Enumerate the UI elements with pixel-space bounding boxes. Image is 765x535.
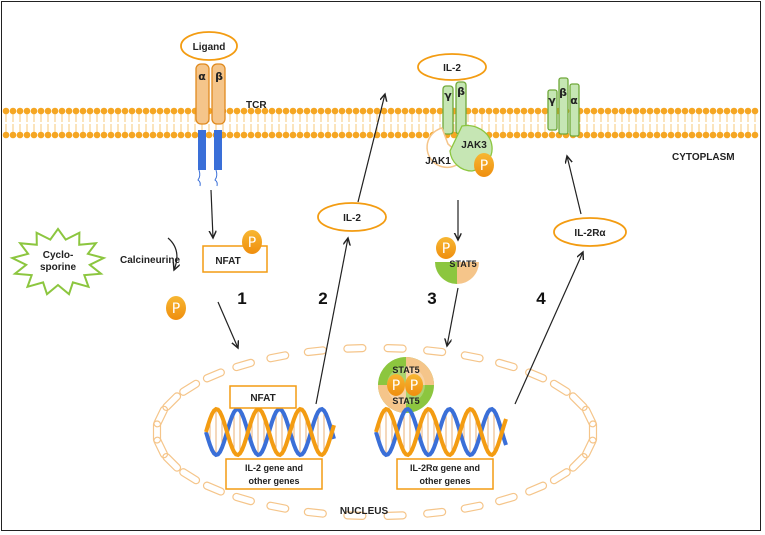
trimer-beta — [558, 77, 569, 135]
cd3-tail-left — [197, 169, 201, 187]
stat5-dimer-top-label: STAT5 — [392, 365, 419, 375]
il2r-trimer: γ β α — [547, 77, 580, 137]
trimer-beta-label: β — [559, 86, 567, 99]
jak1-label: JAK1 — [425, 156, 451, 167]
dna-helix-il2 — [204, 406, 336, 458]
nucleus-label: NUCLEUS — [340, 506, 389, 517]
phospho-nfat: P — [242, 230, 262, 254]
arrow-il2ra-to-membrane — [567, 156, 582, 215]
arrow-gene-to-il2 — [315, 238, 348, 405]
step-1-label: 1 — [237, 289, 246, 308]
phospho-released: P — [166, 296, 186, 320]
trimer-alpha — [569, 83, 580, 137]
il2ra-label: IL-2Rα — [574, 228, 606, 239]
il2ra-gene-box — [396, 458, 494, 490]
arrow-nfat-to-nucleus — [217, 301, 238, 348]
il2-gene-box — [225, 458, 323, 490]
arrow-tcr-to-nfat — [211, 189, 213, 238]
cyclosporine-line2: sporine — [40, 262, 77, 273]
phospho-jak: P — [474, 153, 494, 177]
cd3-left — [198, 130, 206, 170]
nucleus-envelope — [152, 343, 598, 521]
stat5-dimer-bottom-label: STAT5 — [392, 396, 419, 406]
il2r-beta-label: β — [457, 85, 465, 98]
cytoplasm-label: CYTOPLASM — [672, 152, 735, 163]
svg-text:P: P — [248, 235, 256, 251]
tcr-alpha-chain — [195, 63, 210, 125]
step-3-label: 3 — [427, 289, 436, 308]
il2-mid-label: IL-2 — [343, 213, 361, 224]
stat5-dimer: P P STAT5 STAT5 — [378, 357, 434, 413]
cyclosporine: Cyclo- sporine — [9, 227, 107, 296]
arrow-il2-to-membrane — [357, 94, 385, 203]
il2ra-gene-line1: IL-2Rα gene and — [410, 463, 480, 473]
arrow-stat5-to-nucleus — [447, 287, 459, 346]
jak3-label: JAK3 — [461, 140, 487, 151]
arrow-gene-to-il2ra — [514, 252, 583, 405]
tcr-beta-label: β — [215, 70, 223, 83]
il2-gene-line2: other genes — [248, 476, 299, 486]
nfat-nucleus-label: NFAT — [250, 393, 275, 404]
ligand-oval — [180, 31, 238, 61]
svg-text:P: P — [172, 301, 180, 317]
il2ra-oval — [553, 217, 627, 247]
il2-receptor: IL-2 γ β JAK3 JAK1 P — [417, 53, 494, 177]
svg-text:P: P — [442, 241, 450, 257]
dna-helix-il2ra — [374, 406, 508, 458]
cd3-tail-right — [214, 169, 218, 187]
cyclosporine-star — [9, 227, 107, 296]
il2-gene-line1: IL-2 gene and — [245, 463, 303, 473]
tcr-receptor: Ligand α β TCR — [180, 31, 267, 187]
trimer-gamma — [547, 89, 558, 131]
cell-membrane — [2, 107, 759, 139]
nfat-label: NFAT — [215, 256, 240, 267]
svg-text:P: P — [392, 378, 400, 394]
stat5-monomer: P STAT5 — [435, 237, 479, 284]
calcineurine-label: Calcineurine — [120, 255, 180, 266]
stat5-label: STAT5 — [449, 259, 476, 269]
cd3-right — [214, 130, 222, 170]
il2-ligand-oval — [417, 53, 487, 81]
il2ra-gene-line2: other genes — [419, 476, 470, 486]
step-4-label: 4 — [536, 289, 546, 308]
cyclosporine-line1: Cyclo- — [43, 250, 74, 261]
calcineurine-arrow — [167, 237, 177, 270]
ligand-label: Ligand — [193, 42, 226, 53]
step-2-label: 2 — [318, 289, 327, 308]
trimer-gamma-label: γ — [548, 94, 556, 107]
tcr-label: TCR — [246, 100, 267, 111]
svg-text:P: P — [410, 378, 418, 394]
tcr-beta-chain — [211, 63, 226, 125]
il2-top-label: IL-2 — [443, 63, 461, 74]
tcr-alpha-label: α — [198, 70, 206, 83]
il2-secreted-oval — [317, 202, 387, 232]
il2r-gamma-label: γ — [444, 89, 452, 102]
il2r-gamma-chain — [442, 85, 454, 135]
nfat-nucleus-box — [229, 385, 297, 409]
svg-text:P: P — [480, 158, 488, 174]
trimer-alpha-label: α — [570, 94, 578, 107]
